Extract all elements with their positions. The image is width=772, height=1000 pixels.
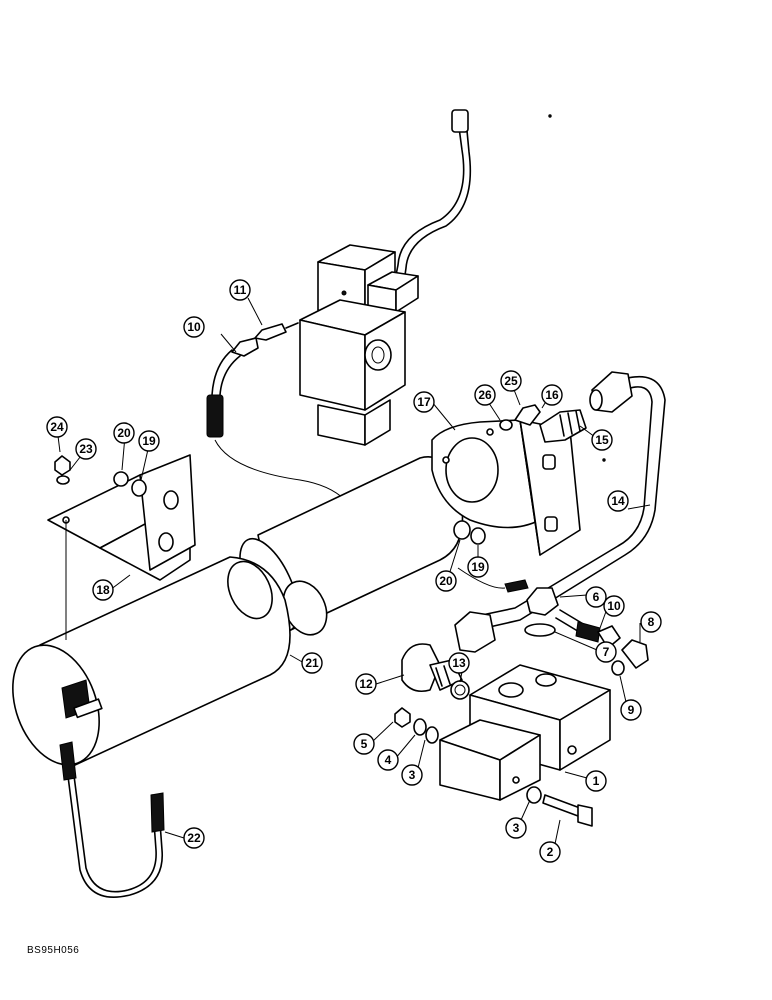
- callout-18: 18: [92, 579, 114, 601]
- tube-14: [454, 371, 666, 653]
- bracket-18: [47, 454, 196, 640]
- u-bolt-22: [59, 741, 165, 899]
- svg-text:5: 5: [361, 737, 368, 751]
- svg-text:15: 15: [595, 433, 609, 447]
- svg-text:22: 22: [187, 831, 201, 845]
- svg-text:21: 21: [305, 656, 319, 670]
- svg-text:3: 3: [409, 768, 416, 782]
- callout-7: 7: [595, 641, 617, 663]
- valve-block-1: [394, 664, 611, 827]
- svg-text:20: 20: [439, 574, 453, 588]
- callout-22: 22: [183, 827, 205, 849]
- hose-10-upper: [206, 337, 346, 501]
- callout-4: 4: [377, 749, 399, 771]
- svg-text:20: 20: [117, 426, 131, 440]
- svg-text:26: 26: [478, 388, 492, 402]
- svg-text:7: 7: [603, 645, 610, 659]
- svg-text:2: 2: [547, 845, 554, 859]
- solenoid-valve: [299, 109, 472, 446]
- callout-21: 21: [301, 652, 323, 674]
- svg-text:9: 9: [628, 703, 635, 717]
- callout-23: 23: [75, 438, 97, 460]
- bracket-17: [431, 404, 587, 556]
- svg-text:11: 11: [234, 283, 247, 297]
- callout-12: 12: [355, 673, 377, 695]
- callout-9: 9: [620, 699, 642, 721]
- callout-1: 1: [585, 770, 607, 792]
- svg-text:17: 17: [417, 395, 431, 409]
- callout-19-right: 19: [467, 556, 489, 578]
- svg-text:23: 23: [79, 442, 93, 456]
- callout-14: 14: [607, 490, 629, 512]
- callout-20-left: 20: [113, 422, 135, 444]
- figure-code: BS95H056: [27, 945, 80, 956]
- svg-text:10: 10: [187, 320, 201, 334]
- callout-24: 24: [46, 416, 68, 438]
- hose-6: [457, 567, 649, 676]
- callout-16: 16: [541, 384, 563, 406]
- callout-19-left: 19: [138, 430, 160, 452]
- svg-text:6: 6: [593, 590, 600, 604]
- svg-text:4: 4: [385, 753, 392, 767]
- svg-text:10: 10: [607, 599, 621, 613]
- accumulator-lower: [12, 556, 291, 766]
- svg-text:16: 16: [545, 388, 559, 402]
- callout-3-lower: 3: [505, 817, 527, 839]
- callout-10-lower: 10: [603, 595, 625, 617]
- svg-text:12: 12: [359, 677, 373, 691]
- svg-text:25: 25: [504, 374, 518, 388]
- callout-26: 26: [474, 384, 496, 406]
- svg-text:1: 1: [593, 774, 600, 788]
- callout-8: 8: [640, 611, 662, 633]
- svg-text:24: 24: [50, 420, 64, 434]
- svg-text:19: 19: [142, 434, 156, 448]
- callout-17: 17: [413, 391, 435, 413]
- callout-6: 6: [585, 586, 607, 608]
- svg-text:14: 14: [611, 494, 625, 508]
- svg-text:19: 19: [471, 560, 485, 574]
- svg-text:8: 8: [648, 615, 655, 629]
- callout-13: 13: [448, 652, 470, 674]
- callout-25: 25: [500, 370, 522, 392]
- callout-15: 15: [591, 429, 613, 451]
- callout-5: 5: [353, 733, 375, 755]
- svg-text:13: 13: [452, 656, 466, 670]
- callout-20-right: 20: [435, 570, 457, 592]
- callout-3-upper: 3: [401, 764, 423, 786]
- fitting-11: [254, 322, 299, 341]
- callout-11: 11: [229, 279, 251, 301]
- callout-10-upper: 10: [183, 316, 205, 338]
- svg-text:3: 3: [513, 821, 520, 835]
- svg-text:18: 18: [96, 583, 110, 597]
- callout-2: 2: [539, 841, 561, 863]
